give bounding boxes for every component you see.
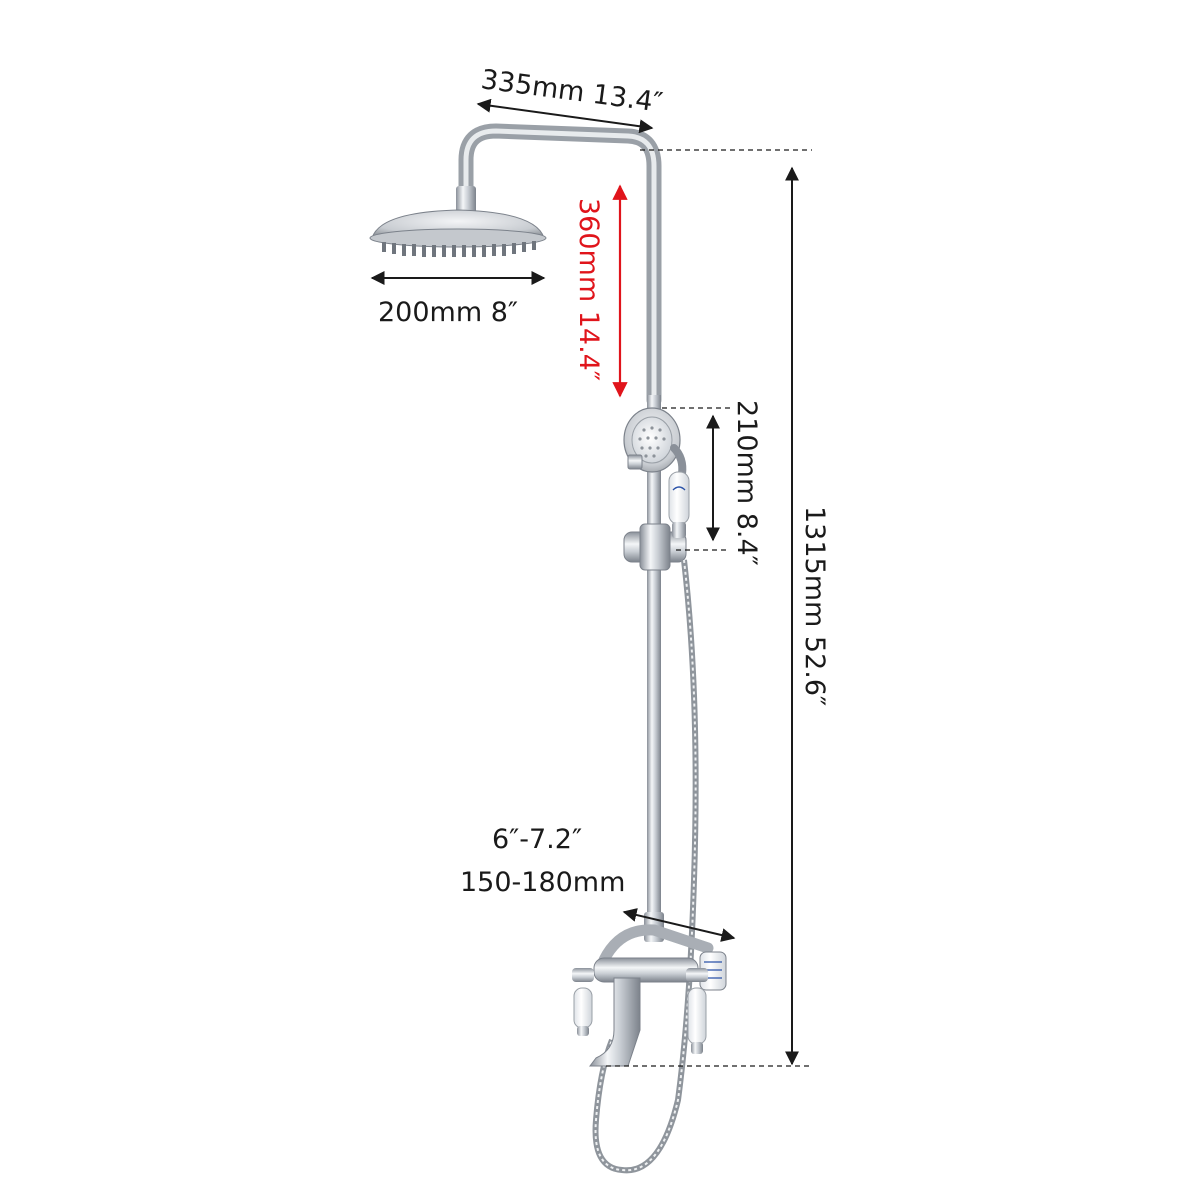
left-handle (573, 987, 593, 1029)
shower-arm (458, 123, 662, 408)
head-connector (456, 186, 476, 214)
dimension-lines (370, 98, 812, 1067)
shower-assembly (369, 123, 727, 1174)
tub-spout (589, 977, 641, 1067)
rain-shower-head (369, 209, 547, 257)
ceramic-handle (668, 471, 690, 525)
arm-length-label: 335mm 13.4″ (479, 64, 664, 119)
rain-nozzles (382, 241, 536, 257)
flexible-hose (592, 559, 699, 1174)
center-distance-arrow (622, 908, 736, 942)
diverter-knob (627, 454, 643, 470)
slide-bar (647, 395, 661, 915)
right-handle (687, 987, 707, 1045)
total-height-label: 1315mm 52.6″ (799, 506, 830, 706)
head-diameter-label: 200mm 8″ (378, 297, 518, 328)
handheld-length-label: 210mm 8.4″ (731, 400, 762, 566)
center-distance-inch-label: 6″-7.2″ (492, 824, 582, 855)
mixer-valve (572, 912, 727, 1067)
arm-length-arrow (476, 98, 654, 134)
center-distance-mm-label: 150-180mm (460, 867, 625, 898)
drop-height-label: 360mm 14.4″ (573, 198, 604, 381)
